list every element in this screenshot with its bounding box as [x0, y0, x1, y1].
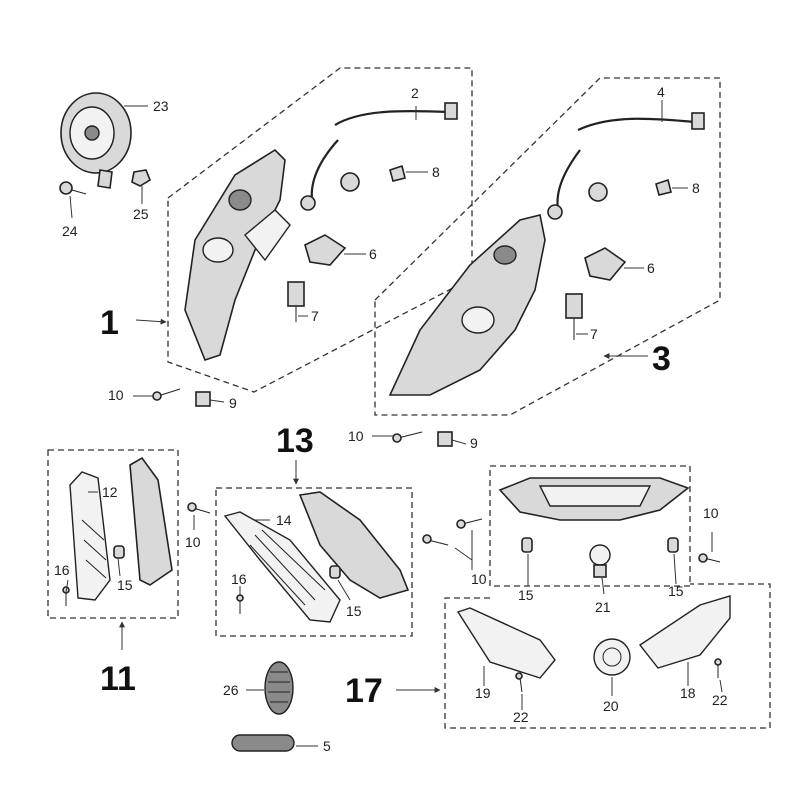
part-label-2: 2 — [411, 85, 419, 101]
part-label-16-b: 16 — [231, 571, 247, 587]
nut-9-b — [437, 431, 453, 447]
part-label-8-left: 8 — [432, 164, 440, 180]
group-11-boundary — [47, 449, 179, 619]
left-indicator-lens — [69, 471, 111, 601]
part-label-14: 14 — [276, 512, 292, 528]
rear-lens-18 — [638, 595, 731, 669]
horn-nut — [131, 169, 151, 187]
screw-10-b — [392, 431, 423, 443]
grille-5 — [231, 734, 295, 752]
screw-10-e — [456, 518, 483, 529]
bulb-15-left-tail — [521, 537, 533, 553]
part-label-15-c: 15 — [518, 587, 534, 603]
reflector-26 — [264, 661, 294, 715]
group-label-1: 1 — [100, 304, 119, 342]
left-wiring-harness — [300, 102, 458, 211]
part-label-23: 23 — [153, 98, 169, 114]
screw-10-d — [422, 534, 449, 546]
left-headlight-housing — [184, 148, 291, 361]
part-label-22-a: 22 — [513, 709, 529, 725]
part-label-10-b: 10 — [348, 428, 364, 444]
screw-10-c — [187, 502, 211, 514]
part-label-6-left: 6 — [369, 246, 377, 262]
left-bulb-socket — [304, 234, 347, 266]
part-label-10-e: 10 — [703, 505, 719, 521]
group-label-17: 17 — [345, 672, 383, 710]
horn-bolt — [59, 181, 87, 195]
nut-9-a — [195, 391, 211, 407]
part-label-6-right: 6 — [647, 260, 655, 276]
group-13-boundary — [215, 487, 413, 637]
group-label-11: 11 — [100, 660, 136, 698]
part-label-10-c: 10 — [185, 534, 201, 550]
left-bulb — [287, 281, 305, 322]
part-label-9-a: 9 — [229, 395, 237, 411]
part-label-10-d: 10 — [471, 571, 487, 587]
bulb-15-group13 — [329, 565, 341, 579]
screw-22-a — [515, 672, 523, 693]
leader-lines — [65, 100, 723, 747]
part-label-15-a: 15 — [117, 577, 133, 593]
part-label-26: 26 — [223, 682, 239, 698]
right-wiring-harness — [547, 112, 705, 220]
right-bulb — [565, 293, 583, 340]
bulb-21 — [589, 544, 611, 578]
part-label-15-d: 15 — [668, 583, 684, 599]
left-bulb-15 — [113, 545, 125, 559]
part-label-5: 5 — [323, 738, 331, 754]
screw-16-group13 — [236, 594, 244, 614]
left-screw-16 — [62, 586, 70, 606]
right-headlight-housing — [388, 214, 546, 396]
left-clip — [389, 164, 406, 182]
part-label-18: 18 — [680, 685, 696, 701]
group-label-3: 3 — [652, 340, 671, 378]
part-label-7-left: 7 — [311, 308, 319, 324]
tail-light-boundary — [489, 465, 691, 587]
tail-light-housing — [498, 477, 690, 521]
part-label-24: 24 — [62, 223, 78, 239]
part-label-4: 4 — [657, 84, 665, 100]
part-label-9-b: 9 — [470, 435, 478, 451]
screw-10-a — [152, 388, 181, 401]
screw-10-f — [698, 553, 721, 563]
right-clip — [655, 178, 672, 196]
part-label-16-a: 16 — [54, 562, 70, 578]
part-label-22-b: 22 — [712, 692, 728, 708]
group-label-13: 13 — [276, 422, 314, 460]
side-cover-13 — [298, 491, 410, 599]
side-indicator-lens-14 — [223, 511, 341, 623]
part-label-10-a: 10 — [108, 387, 124, 403]
screw-22-b — [714, 658, 722, 678]
part-label-25: 25 — [133, 206, 149, 222]
horn — [60, 92, 132, 189]
part-label-19: 19 — [475, 685, 491, 701]
group-1-boundary — [167, 67, 473, 393]
part-label-8-right: 8 — [692, 180, 700, 196]
bulb-15-right-tail — [667, 537, 679, 553]
left-side-cover — [129, 456, 173, 586]
group-3-boundary — [374, 77, 721, 416]
part-label-15-b: 15 — [346, 603, 362, 619]
part-label-7-right: 7 — [590, 326, 598, 342]
rear-lens-19 — [456, 607, 556, 679]
bulb-20 — [593, 638, 631, 676]
part-label-12: 12 — [102, 484, 118, 500]
part-label-20: 20 — [603, 698, 619, 714]
right-bulb-socket — [584, 247, 627, 281]
part-label-21: 21 — [595, 599, 611, 615]
